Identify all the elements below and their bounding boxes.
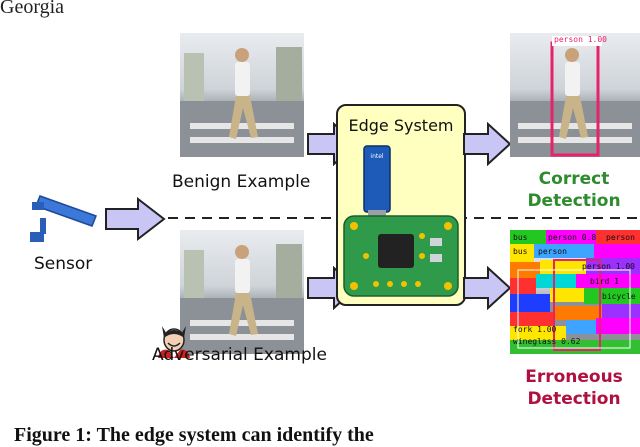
circuit-board-icon: [343, 215, 459, 297]
erroneous-line2: Detection: [527, 389, 621, 409]
dashed-separator: [168, 217, 640, 219]
erroneous-box-label: person 0.8: [548, 233, 597, 242]
erroneous-box-label: bicycle: [602, 292, 636, 301]
erroneous-detection-image: bus person 0.8 person bus person person …: [510, 230, 640, 354]
sensor-label: Sensor: [34, 254, 93, 274]
erroneous-box-label: fork 1.00: [513, 325, 557, 334]
camera-icon: [30, 195, 97, 242]
detection-clutter-graphic: [510, 230, 640, 354]
adversarial-image: [180, 230, 304, 354]
erroneous-box-label: person 1.00: [582, 262, 635, 271]
pedestrian-correct-icon: [510, 36, 640, 157]
erroneous-box-label: bird 1: [590, 277, 619, 286]
erroneous-box-label: bus: [513, 247, 528, 256]
erroneous-box-label: person: [606, 233, 635, 242]
benign-image: [180, 33, 304, 157]
erroneous-box-labels: bus person 0.8 person bus person person …: [510, 230, 640, 354]
correct-detection-box-label: person 1.00: [554, 35, 607, 44]
correct-line1: Correct: [538, 169, 610, 189]
erroneous-box-label: wineglass 0.62: [513, 337, 581, 346]
arrow-edge-to-erroneous: [463, 266, 512, 310]
arrow-edge-to-correct: [463, 122, 512, 166]
erroneous-line1: Erroneous: [525, 367, 623, 387]
correct-line2: Detection: [527, 191, 621, 211]
svg-text:intel: intel: [370, 153, 384, 160]
pedestrian-benign-icon: [180, 47, 304, 157]
correct-detection-image: person 1.00: [510, 33, 640, 157]
pedestrian-adversarial-icon: [180, 244, 304, 354]
erroneous-box-label: bus: [513, 233, 528, 242]
correct-detection-label: Correct Detection: [508, 168, 640, 212]
edge-system-title: Edge System: [348, 116, 454, 135]
adversarial-label: Adversarial Example: [152, 345, 327, 365]
benign-label: Benign Example: [172, 172, 311, 192]
arrow-sensor: [105, 197, 166, 241]
header-fragment: Georgia: [0, 0, 65, 18]
figure-caption: Figure 1: The edge system can identify t…: [14, 424, 374, 446]
compute-stick-icon: intel: [363, 145, 391, 218]
erroneous-box-label: person: [538, 247, 567, 256]
devil-icon: [158, 326, 190, 358]
erroneous-detection-label: Erroneous Detection: [508, 366, 640, 410]
